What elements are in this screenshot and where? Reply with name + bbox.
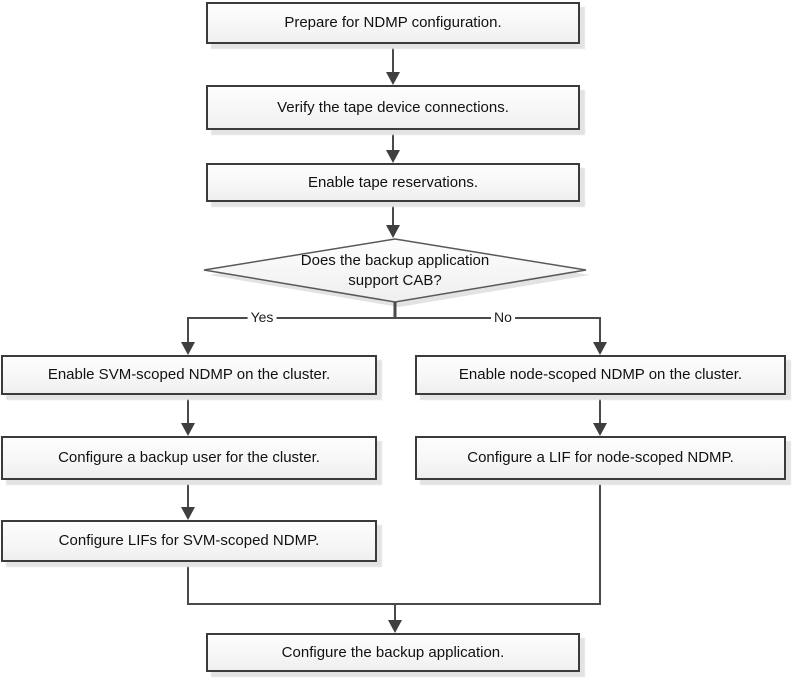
node-enable-node-scoped-ndmp: Enable node-scoped NDMP on the cluster. [415, 355, 786, 395]
decision-cab-support-label: Does the backup application support CAB? [300, 252, 490, 289]
node-configure-lif-node-scoped: Configure a LIF for node-scoped NDMP. [415, 436, 786, 480]
edge-label-no: No [491, 309, 515, 325]
arrowheads [181, 72, 607, 633]
node-configure-backup-application: Configure the backup application. [206, 633, 580, 672]
connector-lines [187, 44, 601, 621]
node-verify-tape-device-connections: Verify the tape device connections. [206, 85, 580, 130]
node-prepare-ndmp-configuration: Prepare for NDMP configuration. [206, 2, 580, 44]
node-configure-lifs-svm-scoped: Configure LIFs for SVM-scoped NDMP. [1, 520, 377, 562]
node-configure-backup-user: Configure a backup user for the cluster. [1, 436, 377, 480]
node-enable-svm-scoped-ndmp: Enable SVM-scoped NDMP on the cluster. [1, 355, 377, 395]
edge-label-yes: Yes [247, 309, 277, 325]
node-enable-tape-reservations: Enable tape reservations. [206, 163, 580, 202]
